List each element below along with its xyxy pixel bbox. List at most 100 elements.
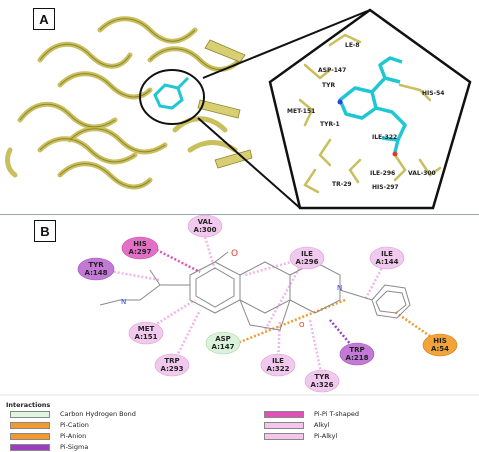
residue-asp147: ASP A:147 <box>205 331 241 355</box>
residue-trp293-id: A:293 <box>161 365 184 373</box>
legend-item-pi-cation: Pi-Cation <box>10 421 89 429</box>
residue-asp147-id: A:147 <box>212 343 235 351</box>
residue-val300-name: VAL <box>198 218 213 226</box>
binding-site-residues <box>298 33 442 194</box>
ligand-in-site <box>153 76 190 110</box>
protein-beta-sheets <box>197 39 253 169</box>
residue-ile322-shape <box>260 353 296 377</box>
legend-item-pi-alkyl: Pi-Alkyl <box>264 432 337 440</box>
legend-label-pi-pi-t-shaped: Pi-Pi T-shaped <box>314 410 360 418</box>
residue-his297-id: A:297 <box>129 248 152 256</box>
residue-label-val300: VAL-300 <box>408 170 436 177</box>
interaction-tyr326 <box>308 319 324 378</box>
residue-his54: HIS A:54 <box>422 333 458 357</box>
panel-a-residue-labels: LE-8 ASP-147 TYR HIS-54 MET-151 TYR-1 IL… <box>287 42 444 191</box>
oxygen-symbol-2: O <box>299 321 305 329</box>
residue-his297-shape <box>121 236 159 260</box>
legend-swatch-pi-pi-t-shaped <box>264 410 304 418</box>
residue-asp147-shape <box>205 331 241 355</box>
oxygen-symbol: O <box>231 249 238 259</box>
residue-trp218-shape <box>339 342 375 366</box>
legend-item-pi-pi-t-shaped: Pi-Pi T-shaped <box>264 410 359 418</box>
residue-val300-id: A:300 <box>194 226 217 234</box>
residue-trp218-name: TRP <box>349 346 364 354</box>
residue-tyr326: TYR A:326 <box>304 369 340 393</box>
residue-label-asp147: ASP-147 <box>318 67 346 74</box>
residue-his54-id: A:54 <box>431 345 449 353</box>
residue-tyr326-id: A:326 <box>311 381 334 389</box>
residue-trp293-name: TRP <box>164 357 179 365</box>
residue-label-leu: LE-8 <box>345 42 360 49</box>
legend-label-carbon-hydrogen-bond: Carbon Hydrogen Bond <box>60 410 136 418</box>
residue-ile144: ILE A:144 <box>369 246 405 270</box>
residue-label-ile296: ILE-296 <box>370 170 395 177</box>
interaction-trp218 <box>329 319 358 353</box>
residue-label-ile322: ILE-322 <box>372 134 397 141</box>
residue-met151: MET A:151 <box>128 321 164 345</box>
residue-trp293-shape <box>154 353 190 377</box>
interaction-his297 <box>152 246 201 274</box>
residue-his54-name: HIS <box>433 337 447 345</box>
interaction-val300 <box>203 236 217 271</box>
residue-tyr326-name: TYR <box>314 373 330 381</box>
residue-ile144-name: ILE <box>381 250 393 258</box>
residue-label-tyr: TYR <box>322 82 335 89</box>
residue-ile296-shape <box>289 246 325 270</box>
residue-his297: HIS A:297 <box>121 236 159 260</box>
ligand-2d-structure <box>99 251 411 331</box>
residue-label-met151: MET-151 <box>287 108 315 115</box>
residue-ile322: ILE A:322 <box>260 353 296 377</box>
residue-label-tyr14: TYR-1 <box>320 121 340 128</box>
residue-tyr148: TYR A:148 <box>77 257 115 281</box>
legend-swatch-pi-alkyl <box>264 432 304 440</box>
residue-tyr326-shape <box>304 369 340 393</box>
residue-trp218-id: A:218 <box>346 354 369 362</box>
residue-asp147-name: ASP <box>215 335 231 343</box>
residue-trp218: TRP A:218 <box>339 342 375 366</box>
residue-val300: VAL A:300 <box>187 214 223 238</box>
ligand-zoomed <box>338 56 407 153</box>
interaction-ile296-b <box>263 257 307 331</box>
binding-site-circle <box>139 69 205 125</box>
legend-swatch-alkyl <box>264 421 304 429</box>
nitrogen-symbol-right: N <box>337 284 342 292</box>
zoom-line-top <box>202 9 371 79</box>
legend-item-pi-sigma: Pi-Sigma <box>10 443 88 451</box>
residue-label-his54: HIS-54 <box>422 90 444 97</box>
residue-ile296-name: ILE <box>301 250 313 258</box>
residue-his54-shape <box>422 333 458 357</box>
panel-b-label: B <box>34 220 56 242</box>
residue-met151-name: MET <box>138 325 155 333</box>
legend-swatch-carbon-hydrogen-bond <box>10 410 50 418</box>
nitrogen-symbol-left: N <box>121 298 126 306</box>
nitrogen-atom <box>337 99 343 105</box>
residue-label-tr29: TR-29 <box>332 181 352 188</box>
legend-swatch-pi-sigma <box>10 443 50 451</box>
zoom-pentagon <box>268 8 472 210</box>
residue-ile144-id: A:144 <box>376 258 399 266</box>
residue-trp293: TRP A:293 <box>154 353 190 377</box>
legend-item-alkyl: Alkyl <box>264 421 329 429</box>
residue-label-his297: HIS-297 <box>372 184 399 191</box>
legend-label-pi-cation: Pi-Cation <box>60 421 89 429</box>
interaction-his54-b <box>239 298 346 344</box>
interaction-ile322 <box>276 319 282 365</box>
residue-ile322-id: A:322 <box>267 365 290 373</box>
residue-tyr148-shape <box>77 257 115 281</box>
legend-label-pi-anion: Pi-Anion <box>60 432 87 440</box>
residue-tyr148-id: A:148 <box>85 269 108 277</box>
oxygen-atom <box>392 151 398 157</box>
legend-item-carbon-hydrogen-bond: Carbon Hydrogen Bond <box>10 410 136 418</box>
residue-met151-shape <box>128 321 164 345</box>
residue-nodes: VAL A:300 HIS A:297 TYR A:148 ILE A:296 … <box>77 214 458 393</box>
legend-title: Interactions <box>6 401 51 409</box>
zoom-line-bottom <box>197 117 301 209</box>
legend-swatch-pi-cation <box>10 421 50 429</box>
residue-tyr148-name: TYR <box>88 261 104 269</box>
residue-ile322-name: ILE <box>272 357 284 365</box>
panel-a-label: A <box>33 8 55 30</box>
legend-item-pi-anion: Pi-Anion <box>10 432 86 440</box>
residue-his297-name: HIS <box>133 240 147 248</box>
residue-val300-shape <box>187 214 223 238</box>
legend-label-pi-alkyl: Pi-Alkyl <box>314 432 338 440</box>
